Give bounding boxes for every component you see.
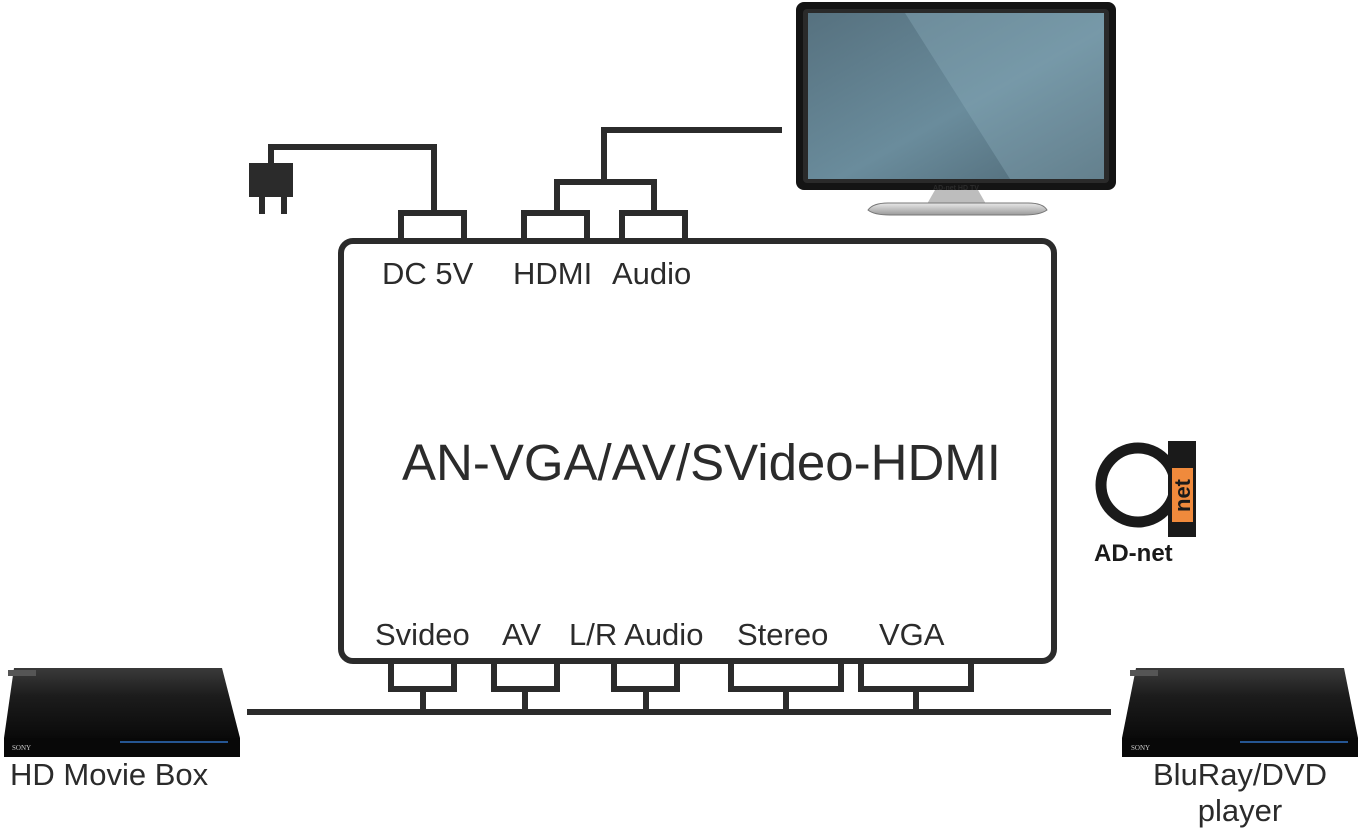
logo-wordmark: AD-net (1094, 540, 1173, 567)
audio-out-connector (622, 213, 685, 241)
port-label-stereo: Stereo (737, 617, 828, 652)
stereo-connector (731, 661, 841, 689)
tv-cable (557, 130, 782, 213)
port-label-hdmi: HDMI (513, 256, 592, 291)
ad-net-logo: net AD-net (1094, 441, 1196, 567)
right-player-brand: SONY (1131, 744, 1150, 752)
power-plug-icon (252, 147, 434, 214)
hd-movie-box-icon: SONY (4, 668, 240, 757)
source-label-player: player (1198, 793, 1282, 828)
svideo-connector (391, 661, 454, 689)
lr-audio-connector (614, 661, 677, 689)
port-label-dc-5v: DC 5V (382, 256, 474, 291)
port-label-lr-audio: L/R Audio (569, 617, 703, 652)
vga-connector (861, 661, 971, 689)
dc-5v-connector (401, 213, 464, 241)
hdmi-connector (524, 213, 587, 241)
device-model-title: AN-VGA/AV/SVideo-HDMI (402, 434, 1001, 491)
av-connector (494, 661, 557, 689)
tv-icon: AD-net HD TV (796, 2, 1116, 215)
bluray-dvd-player-icon: SONY (1122, 668, 1358, 757)
port-label-av: AV (502, 617, 541, 652)
port-label-vga: VGA (879, 617, 945, 652)
source-label-bluray-dvd: BluRay/DVD (1153, 757, 1327, 792)
port-label-audio: Audio (612, 256, 691, 291)
left-player-brand: SONY (12, 744, 31, 752)
source-label-hd-movie-box: HD Movie Box (10, 757, 209, 792)
port-label-svideo: Svideo (375, 617, 470, 652)
logo-vertical-text: net (1170, 478, 1195, 512)
source-bus-line (247, 689, 1111, 712)
